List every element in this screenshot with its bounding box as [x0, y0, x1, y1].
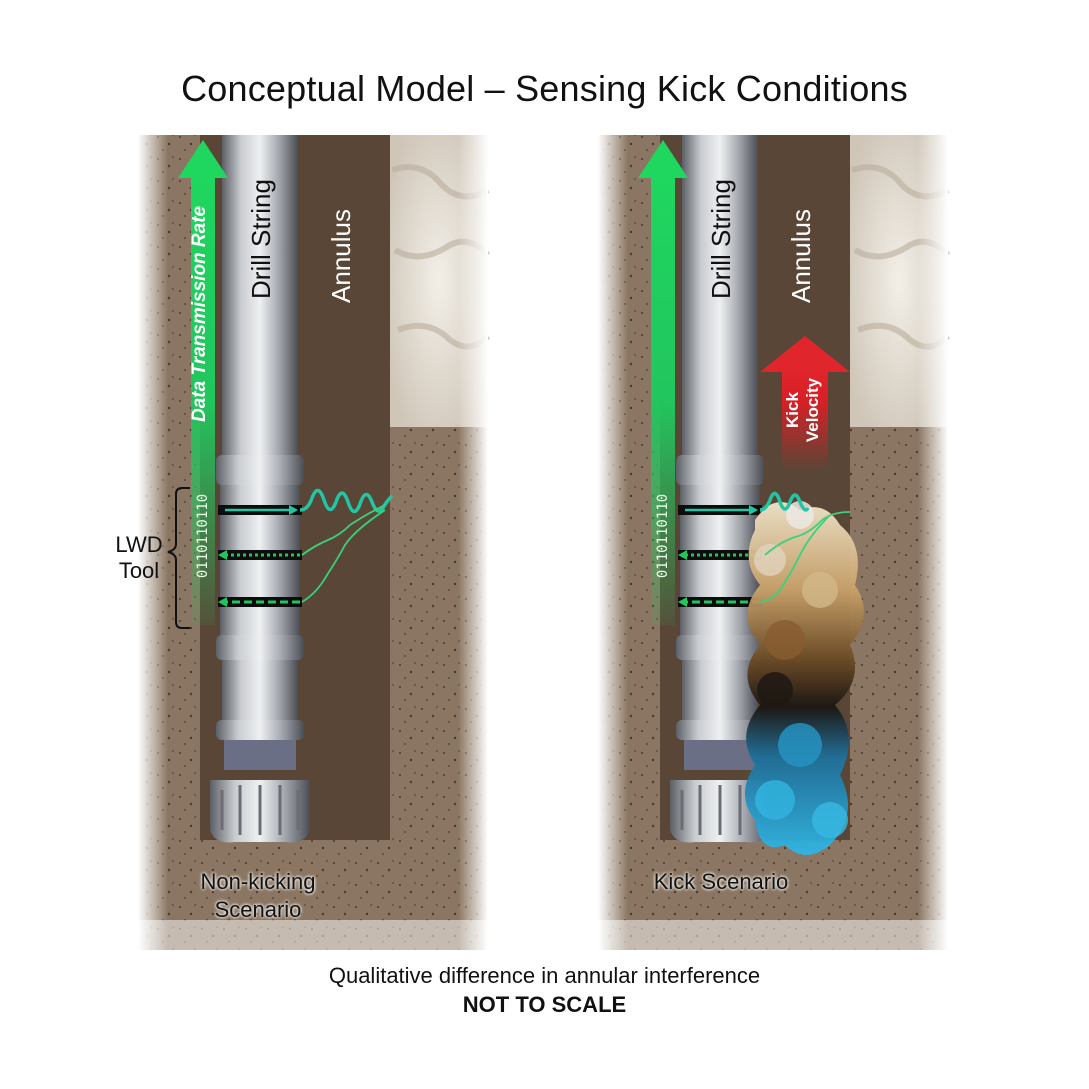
annulus-label-right: Annulus: [786, 209, 816, 303]
gas-kick-plume: [745, 501, 864, 855]
data-transmission-rate-label: Data Transmission Rate: [189, 205, 210, 422]
kick-scenario-label: Kick Scenario: [653, 869, 789, 894]
annulus-label-left: Annulus: [326, 209, 356, 303]
non-kicking-scenario-label: Non-kicking Scenario: [168, 868, 348, 924]
binary-stream-left: 0110110110: [195, 493, 211, 579]
non-kicking-line1: Non-kicking: [200, 869, 316, 894]
caption-line1: Qualitative difference in annular interf…: [328, 963, 761, 988]
right-panel: [598, 135, 951, 950]
drill-string-label-right: Drill String: [706, 179, 736, 299]
caption-not-to-scale: NOT TO SCALE: [462, 992, 627, 1017]
kick-velocity-line2: Velocity: [803, 377, 822, 443]
non-kicking-line2: Scenario: [214, 897, 302, 922]
left-panel: [138, 135, 491, 950]
kick-velocity-label: Kick Velocity: [783, 365, 827, 455]
binary-stream-right: 0110110110: [655, 493, 671, 579]
diagram-title: Conceptual Model – Sensing Kick Conditio…: [181, 68, 908, 109]
lwd-tool-line1: LWD: [115, 532, 163, 557]
drill-string-label-left: Drill String: [246, 179, 276, 299]
kick-velocity-line1: Kick: [783, 392, 802, 428]
lwd-tool-line2: Tool: [118, 558, 160, 583]
lwd-tool-label: LWD Tool: [108, 532, 170, 584]
